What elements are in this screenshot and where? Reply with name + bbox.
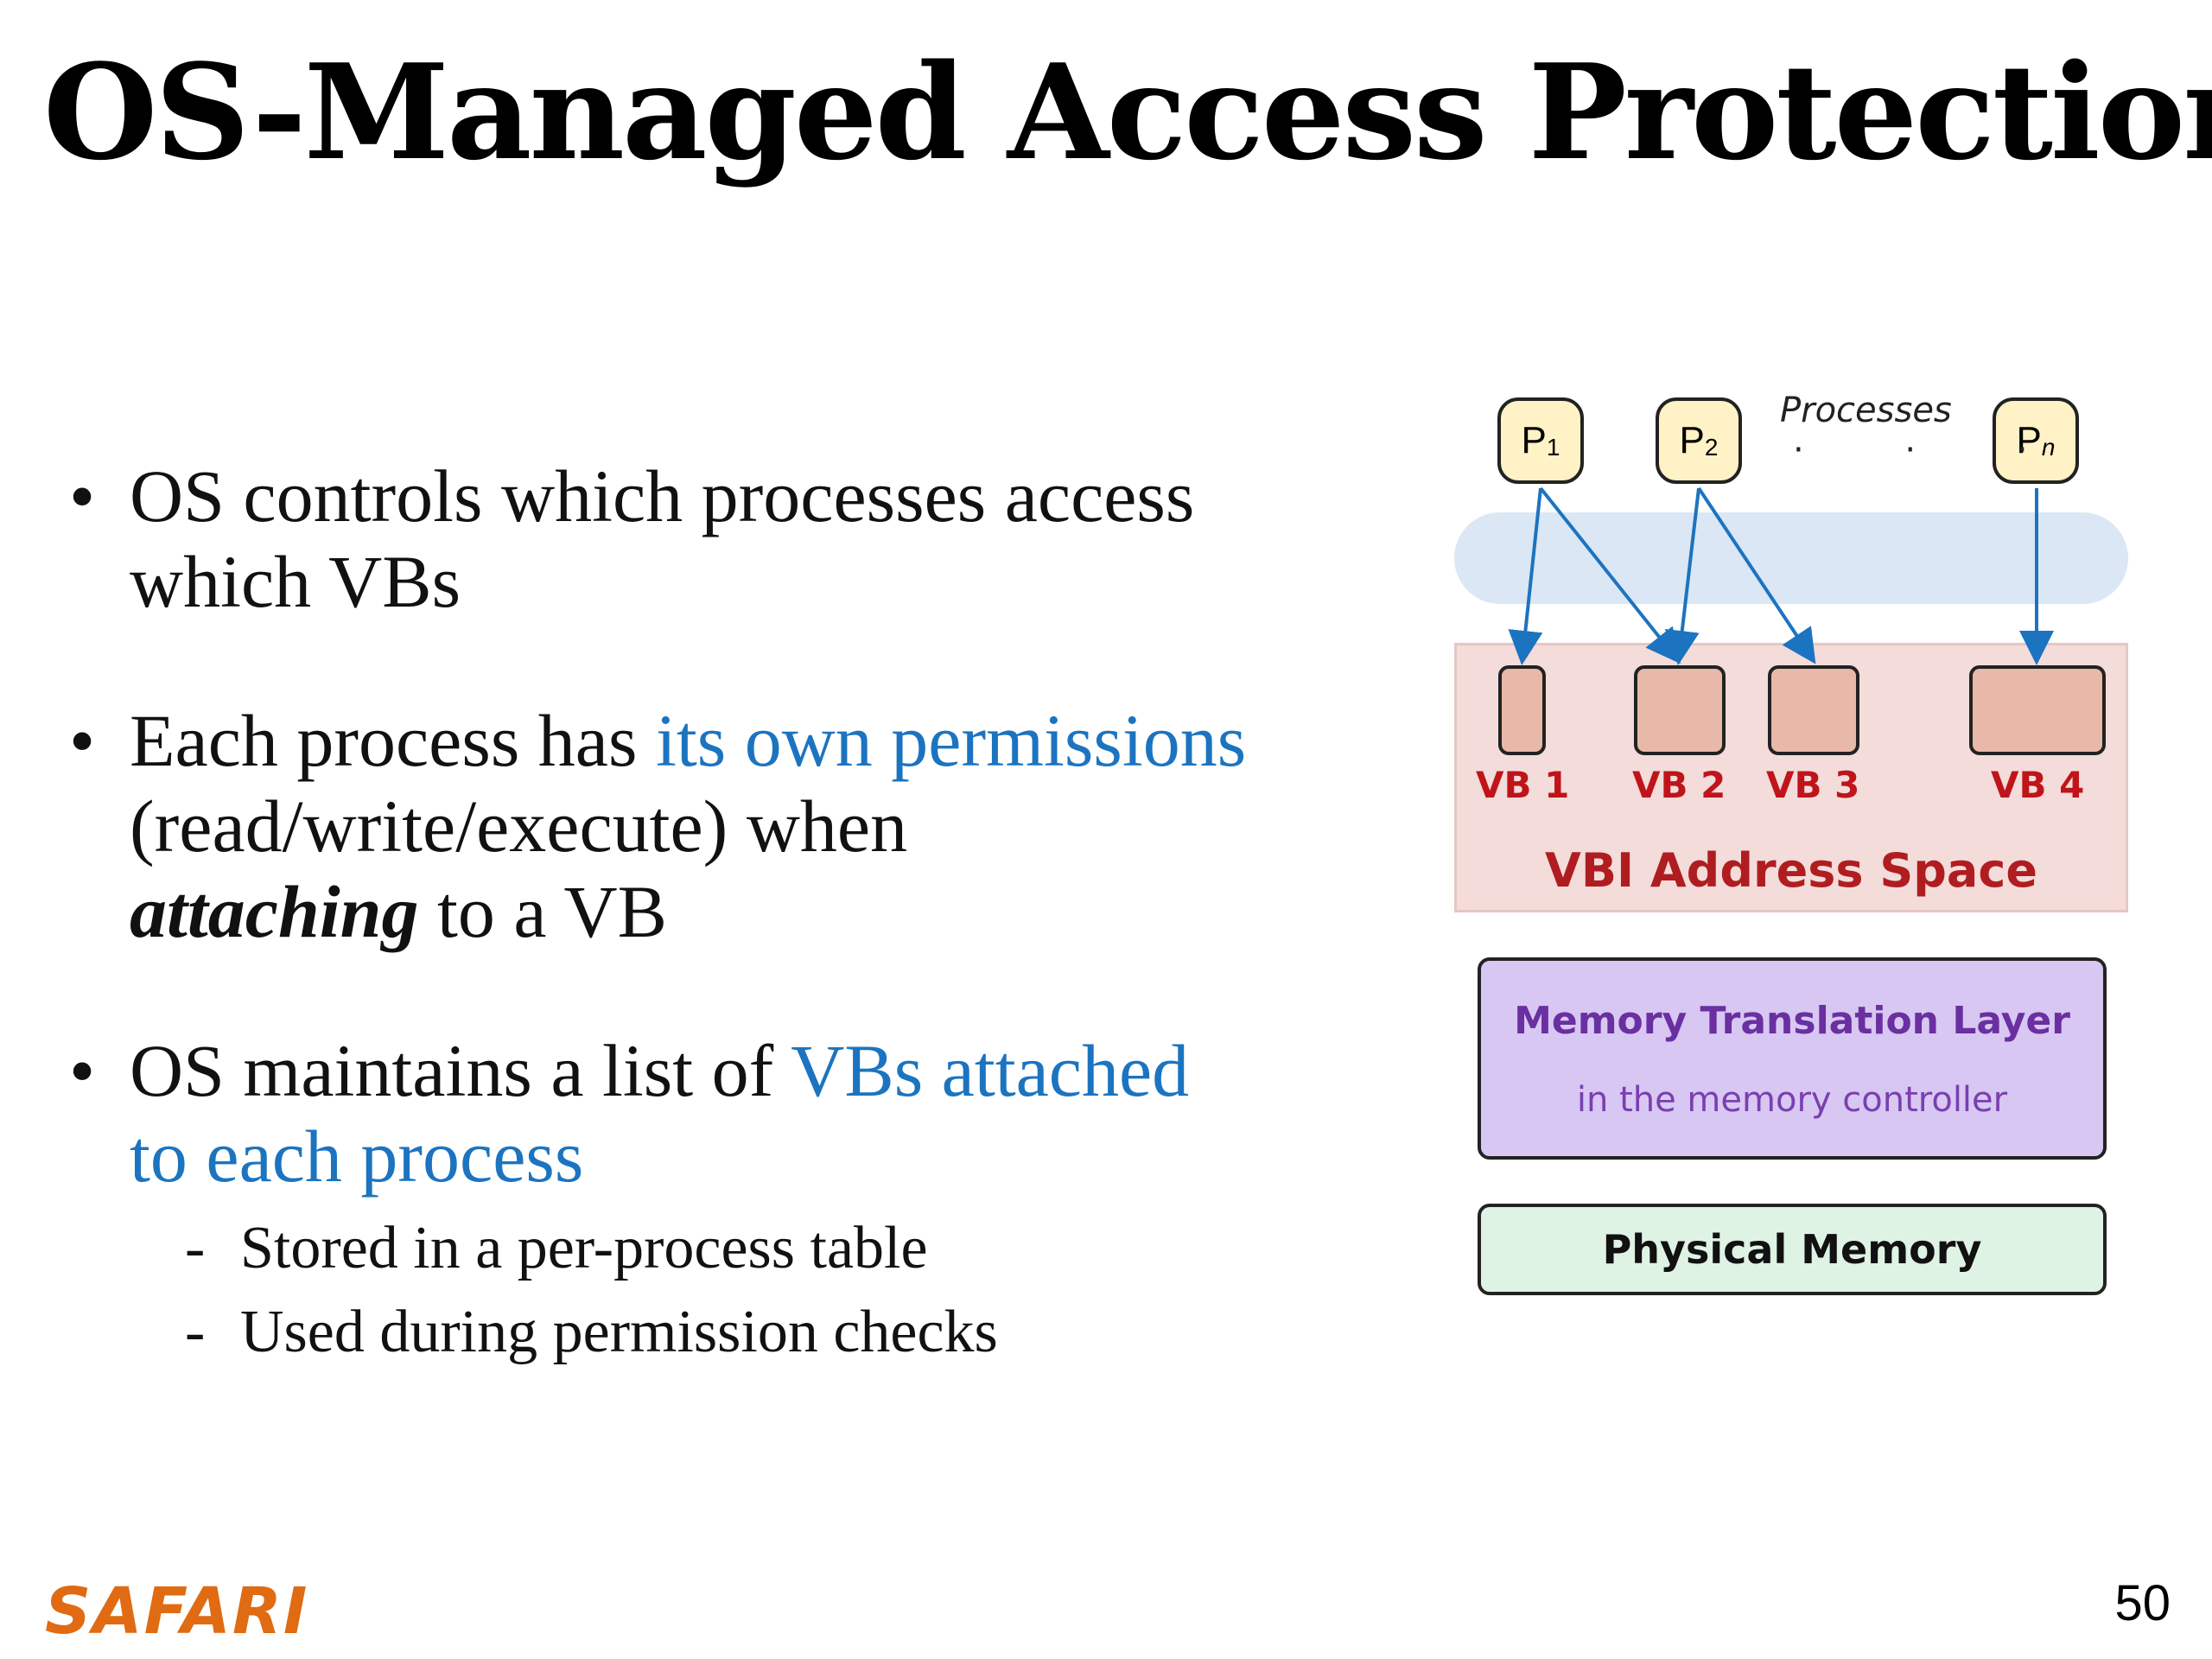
process-subscript: n: [2041, 434, 2056, 461]
process-name: P: [2016, 419, 2042, 461]
sub-bullet-dash: -: [185, 1215, 206, 1281]
physical-memory-box: Physical Memory: [1478, 1204, 2107, 1295]
emphasis-text: attaching: [130, 870, 419, 953]
bullet-item: • OS controls which processes access whi…: [69, 454, 1417, 625]
bullet-item: • OS maintains a list of VBs attached to…: [69, 1028, 1417, 1199]
bullet-dot: •: [69, 454, 96, 537]
memory-translation-layer-box: Memory Translation Layer in the memory c…: [1478, 957, 2107, 1160]
processes-label: Processes: [1780, 391, 1952, 430]
bullet-text: to a VB: [418, 870, 667, 953]
bullet-list: • OS controls which processes access whi…: [69, 454, 1417, 1374]
process-subscript: 2: [1704, 434, 1719, 461]
bullet-dot: •: [69, 699, 96, 782]
highlight-text: to each process: [130, 1115, 584, 1198]
vb-label-2: VB 2: [1632, 764, 1726, 806]
process-subscript: 1: [1546, 434, 1560, 461]
sub-bullet-text: Used during permission checks: [240, 1299, 998, 1365]
sub-bullet-item: - Stored in a per-process table: [69, 1206, 1417, 1290]
bullet-text: which VBs: [130, 540, 461, 623]
sub-bullet-dash: -: [185, 1299, 206, 1365]
sub-bullet-text: Stored in a per-process table: [240, 1215, 928, 1281]
vb-label-1: VB 1: [1476, 764, 1570, 806]
vb-label-3: VB 3: [1766, 764, 1860, 806]
vb-label-4: VB 4: [1991, 764, 2085, 806]
bullet-text: (read/write/execute) when: [130, 785, 908, 868]
mtl-subtitle: in the memory controller: [1576, 1080, 2008, 1120]
bullet-text: OS controls which processes access: [130, 454, 1195, 537]
bullet-text: OS maintains a list of: [130, 1029, 791, 1112]
highlight-text: VBs attached: [791, 1029, 1190, 1112]
highlight-text: its own permissions: [655, 699, 1247, 782]
bullet-item: • Each process has its own permissions (…: [69, 698, 1417, 955]
sub-bullet-item: - Used during permission checks: [69, 1290, 1417, 1374]
ellipsis: · · ·: [1793, 430, 2073, 470]
vb-block-1: [1498, 665, 1546, 755]
vbi-address-space-label: VBI Address Space: [1545, 843, 2037, 898]
process-name: P: [1521, 419, 1547, 461]
vb-block-4: [1969, 665, 2106, 755]
vb-block-3: [1768, 665, 1859, 755]
mtl-title: Memory Translation Layer: [1514, 999, 2070, 1043]
vb-block-2: [1634, 665, 1726, 755]
page-number: 50: [2114, 1575, 2171, 1631]
attach-band: [1454, 512, 2128, 604]
slide-title: OS-Managed Access Protection: [43, 35, 2212, 189]
process-name: P: [1679, 419, 1705, 461]
safari-logo: SAFARI: [45, 1574, 309, 1649]
bullet-dot: •: [69, 1029, 96, 1112]
bullet-text: Each process has: [130, 699, 656, 782]
